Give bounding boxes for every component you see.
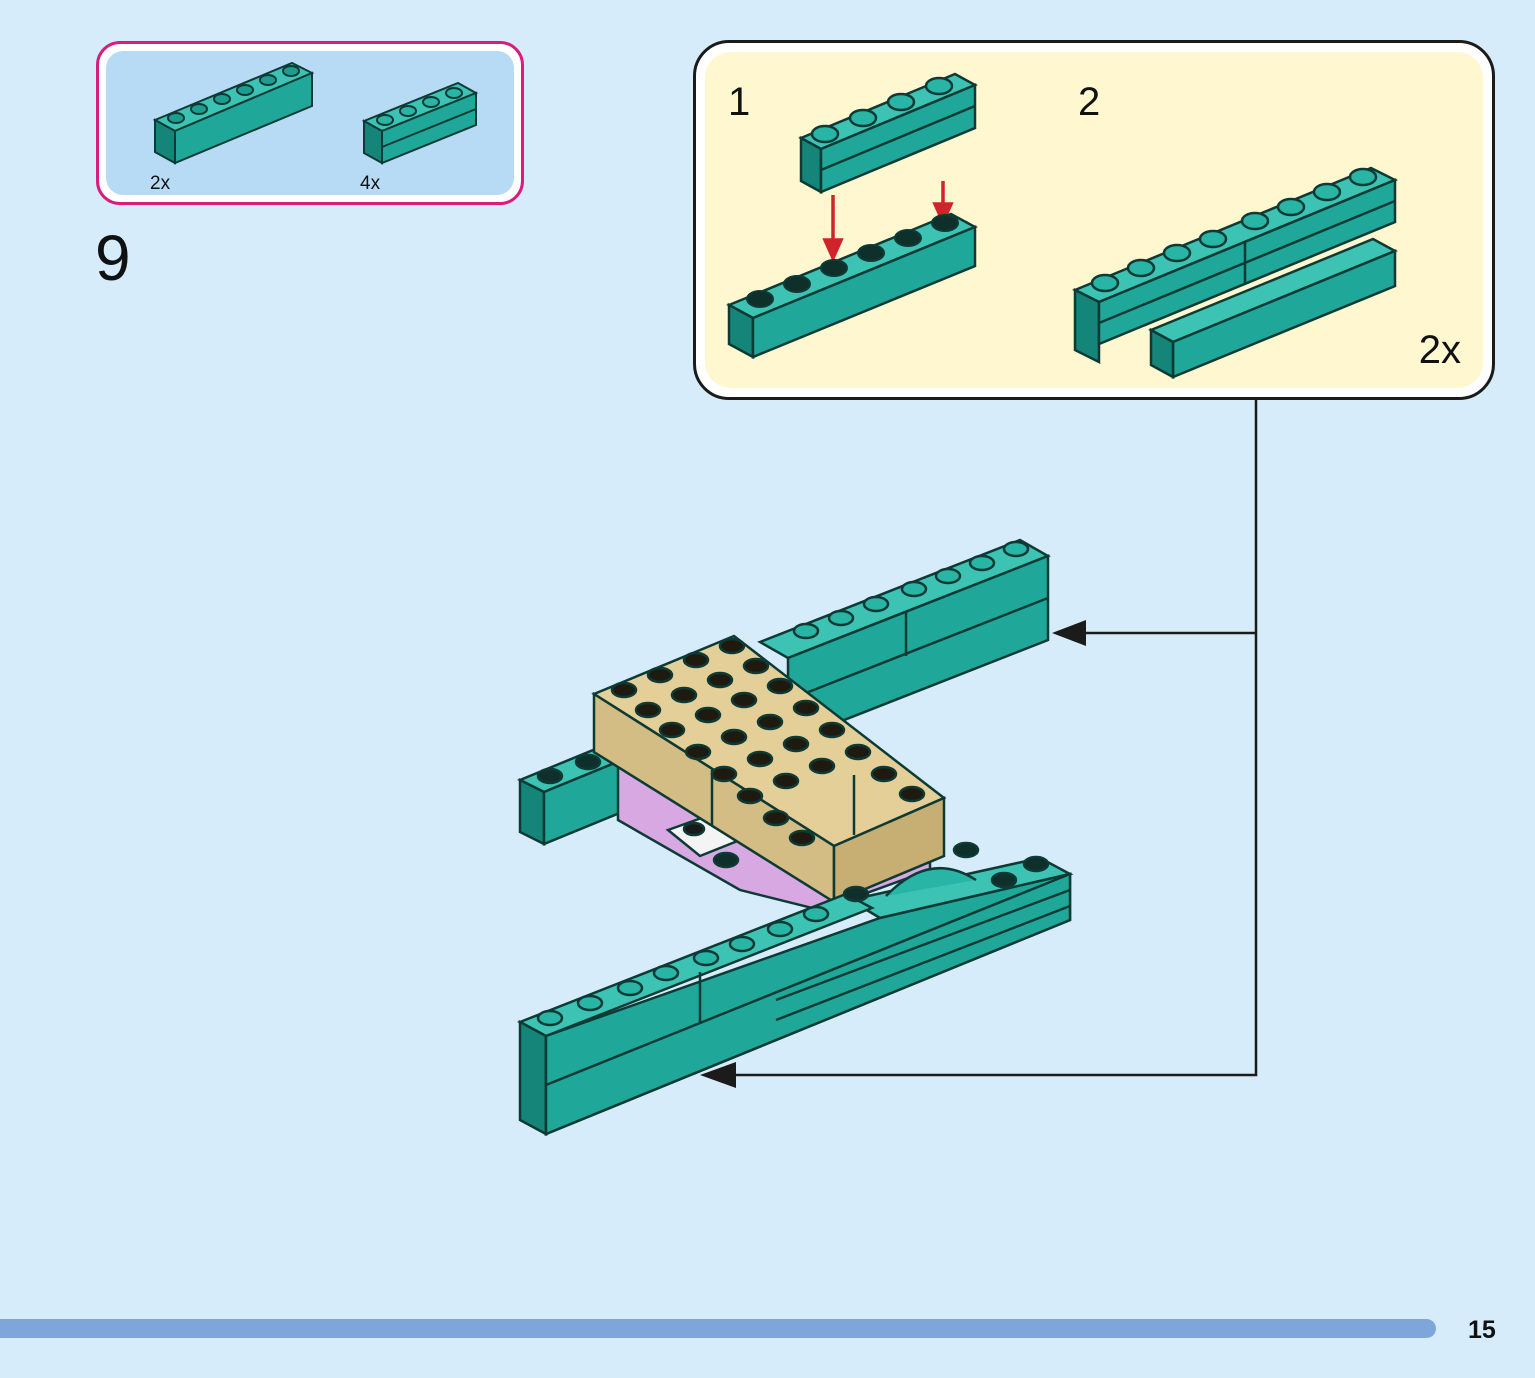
part-qty-clip: 4x [360,173,381,194]
step-number: 9 [95,222,131,294]
page-number: 15 [1468,1316,1496,1344]
back-rail [757,538,1051,744]
callout-connector-lines [734,400,1258,1077]
sub-assembly-callout: 1 2 2x [693,40,1495,400]
tan-plate [591,634,947,905]
sub-assembly-multiplier: 2x [1418,328,1461,372]
parts-list-callout: 2x 4x [96,41,524,205]
footer-progress-bar [0,1319,1436,1338]
brick-1x6-icon [152,61,315,165]
parts-icons [152,61,479,165]
clip-brick-1x4-icon [361,81,479,165]
sub-step-2-number: 2 [1078,80,1101,124]
front-rail [517,841,1074,1137]
part-qty-1x6: 2x [150,173,171,194]
sub-step-1-number: 1 [728,80,751,124]
sub-step-1-diagram [726,72,978,360]
pointer-arrow-bottom [700,1062,736,1088]
sub-assembly-panel: 1 2 2x [705,52,1483,388]
sub-assembly-illustration [726,72,1399,380]
left-end-block [516,746,626,847]
lavender-base [616,758,932,912]
pointer-arrow-top [1052,620,1086,646]
sub-step-2-diagram [1071,166,1399,380]
parts-list-panel: 2x 4x [106,51,514,195]
